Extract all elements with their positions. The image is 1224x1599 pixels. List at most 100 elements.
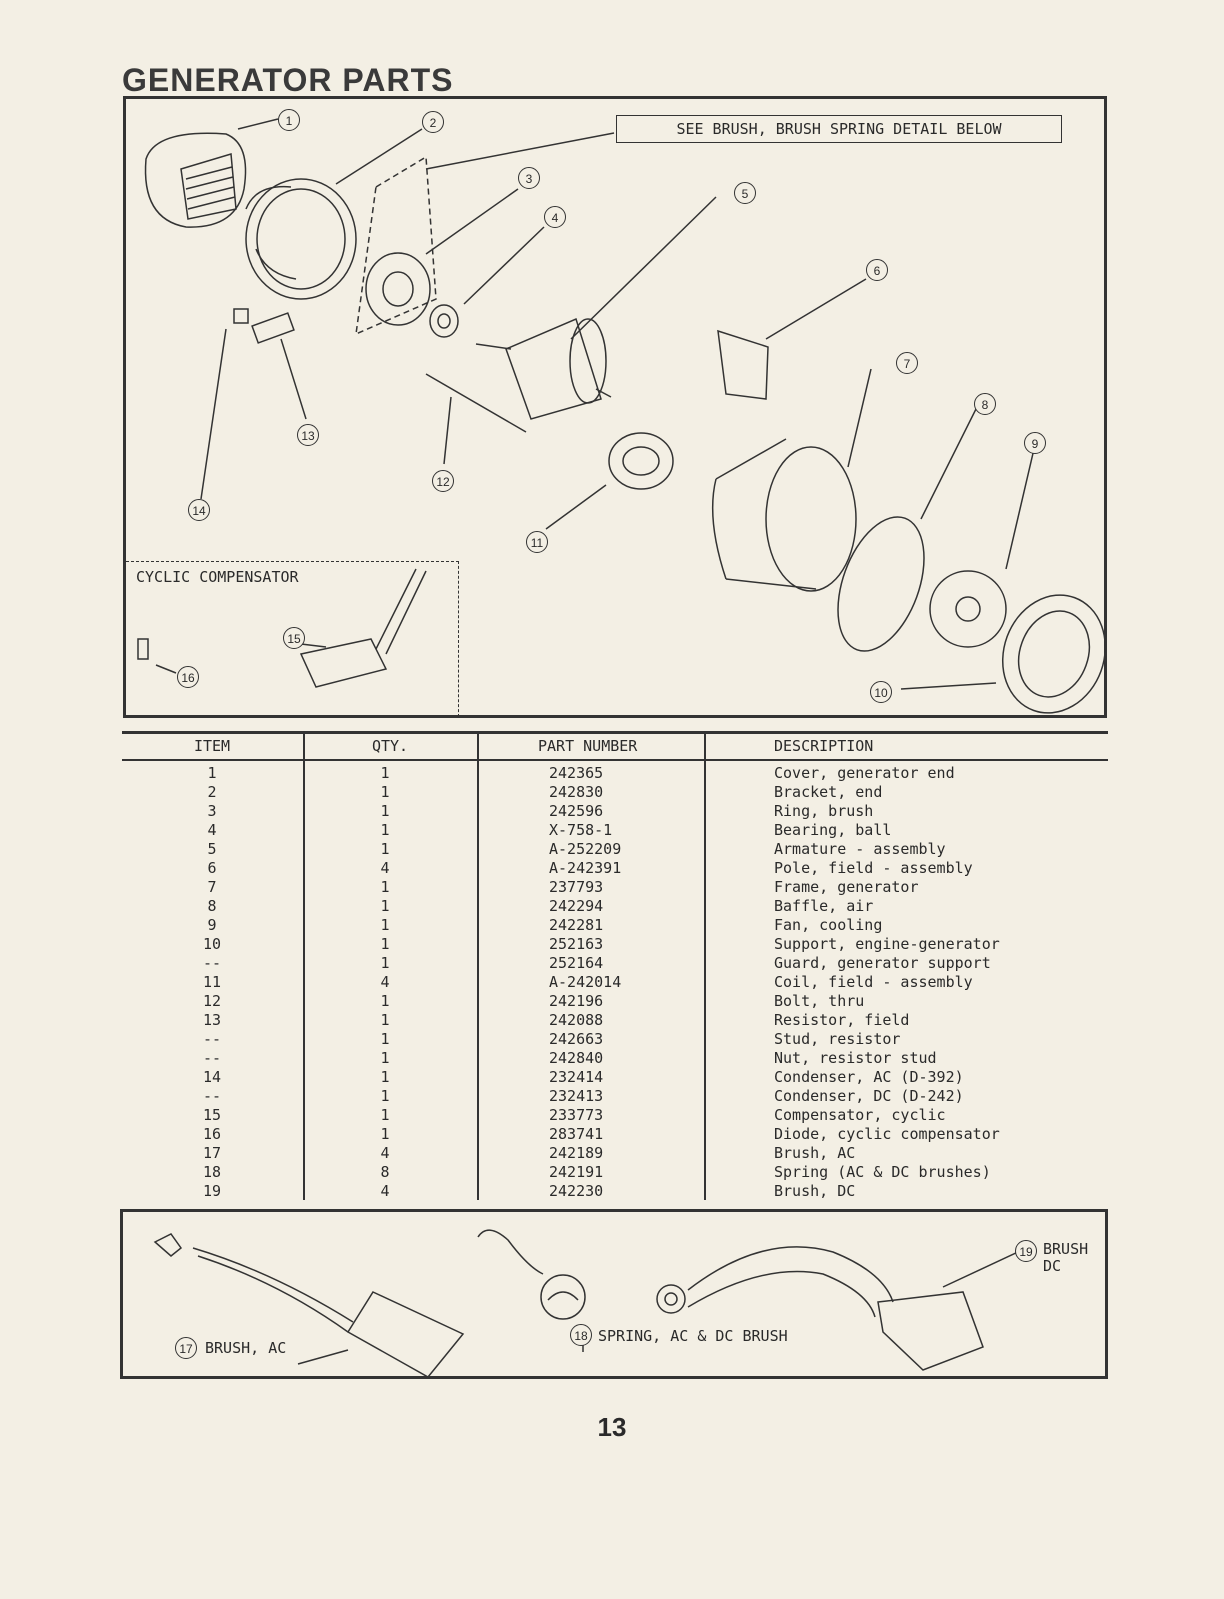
col-divider [303,734,305,1200]
qty-cell: 8 [380,1163,390,1181]
desc-cell: Diode, cyclic compensator [774,1125,1000,1143]
item-cell: 5 [207,840,217,858]
desc-cell: Stud, resistor [774,1030,901,1048]
callout-14: 14 [188,499,210,521]
item-cell: -- [202,1049,222,1067]
brush-dc-sublabel: DC [1043,1257,1062,1275]
item-cell: 11 [202,973,222,991]
header-part-number: PART NUMBER [538,737,638,755]
qty-cell: 1 [380,1030,390,1048]
table-row: 1 1 242365 Cover, generator end [0,764,1224,783]
desc-cell: Fan, cooling [774,916,883,934]
part-cell: 242189 [549,1144,604,1162]
desc-cell: Baffle, air [774,897,874,915]
item-cell: 17 [202,1144,222,1162]
qty-cell: 1 [380,954,390,972]
callout-1: 1 [278,109,300,131]
brush-ac-label: BRUSH, AC [205,1339,287,1357]
callout-6: 6 [866,259,888,281]
qty-cell: 4 [380,1144,390,1162]
page-title: GENERATOR PARTS [122,62,454,98]
callout-19: 19 [1015,1240,1037,1262]
qty-cell: 1 [380,821,390,839]
item-cell: 4 [207,821,217,839]
qty-cell: 1 [380,878,390,896]
desc-cell: Ring, brush [774,802,874,820]
item-cell: 2 [207,783,217,801]
item-cell: -- [202,1087,222,1105]
page-number: 13 [597,1412,627,1442]
desc-cell: Condenser, DC (D-242) [774,1087,964,1105]
callout-11: 11 [526,531,548,553]
callout-17: 17 [175,1337,197,1359]
qty-cell: 4 [380,973,390,991]
desc-cell: Brush, AC [774,1144,856,1162]
exploded-view-drawing [137,118,1107,714]
qty-cell: 1 [380,1106,390,1124]
header-qty: QTY. [371,737,409,755]
qty-cell: 1 [380,897,390,915]
desc-cell: Brush, DC [774,1182,856,1200]
part-cell: 242596 [549,802,604,820]
table-row: -- 1 252164 Guard, generator support [0,954,1224,973]
callout-18: 18 [570,1324,592,1346]
desc-cell: Cover, generator end [774,764,955,782]
table-row: 18 8 242191 Spring (AC & DC brushes) [0,1163,1224,1182]
part-cell: 242365 [549,764,604,782]
qty-cell: 1 [380,916,390,934]
brush-dc-label: BRUSH [1043,1240,1089,1258]
part-cell: 242663 [549,1030,604,1048]
item-cell: 7 [207,878,217,896]
desc-cell: Spring (AC & DC brushes) [774,1163,991,1181]
qty-cell: 1 [380,935,390,953]
qty-cell: 1 [380,802,390,820]
desc-cell: Support, engine-generator [774,935,1000,953]
item-cell: 16 [202,1125,222,1143]
desc-cell: Bolt, thru [774,992,865,1010]
desc-cell: Nut, resistor stud [774,1049,937,1067]
item-cell: 18 [202,1163,222,1181]
header-description: DESCRIPTION [774,737,874,755]
item-cell: -- [202,954,222,972]
col-divider [477,734,479,1200]
part-cell: 252164 [549,954,604,972]
part-cell: A-252209 [549,840,622,858]
desc-cell: Compensator, cyclic [774,1106,946,1124]
item-cell: 8 [207,897,217,915]
callout-7: 7 [896,352,918,374]
desc-cell: Coil, field - assembly [774,973,973,991]
item-cell: 15 [202,1106,222,1124]
qty-cell: 1 [380,1125,390,1143]
desc-cell: Guard, generator support [774,954,991,972]
desc-cell: Pole, field - assembly [774,859,973,877]
desc-cell: Resistor, field [774,1011,910,1029]
qty-cell: 1 [380,764,390,782]
item-cell: 14 [202,1068,222,1086]
part-cell: X-758-1 [549,821,613,839]
exploded-diagram: SEE BRUSH, BRUSH SPRING DETAIL BELOW 1 2… [123,96,1107,718]
qty-cell: 1 [380,1068,390,1086]
item-cell: 1 [207,764,217,782]
part-cell: 242230 [549,1182,604,1200]
part-cell: 232413 [549,1087,604,1105]
callout-16: 16 [177,666,199,688]
qty-cell: 4 [380,859,390,877]
qty-cell: 1 [380,840,390,858]
brush-detail-panel: 17 BRUSH, AC 18 SPRING, AC & DC BRUSH 19… [120,1209,1108,1379]
table-top-rule [122,731,1108,734]
table-row: 17 4 242189 Brush, AC [0,1144,1224,1163]
part-cell: 242088 [549,1011,604,1029]
callout-9: 9 [1024,432,1046,454]
part-cell: 242191 [549,1163,604,1181]
